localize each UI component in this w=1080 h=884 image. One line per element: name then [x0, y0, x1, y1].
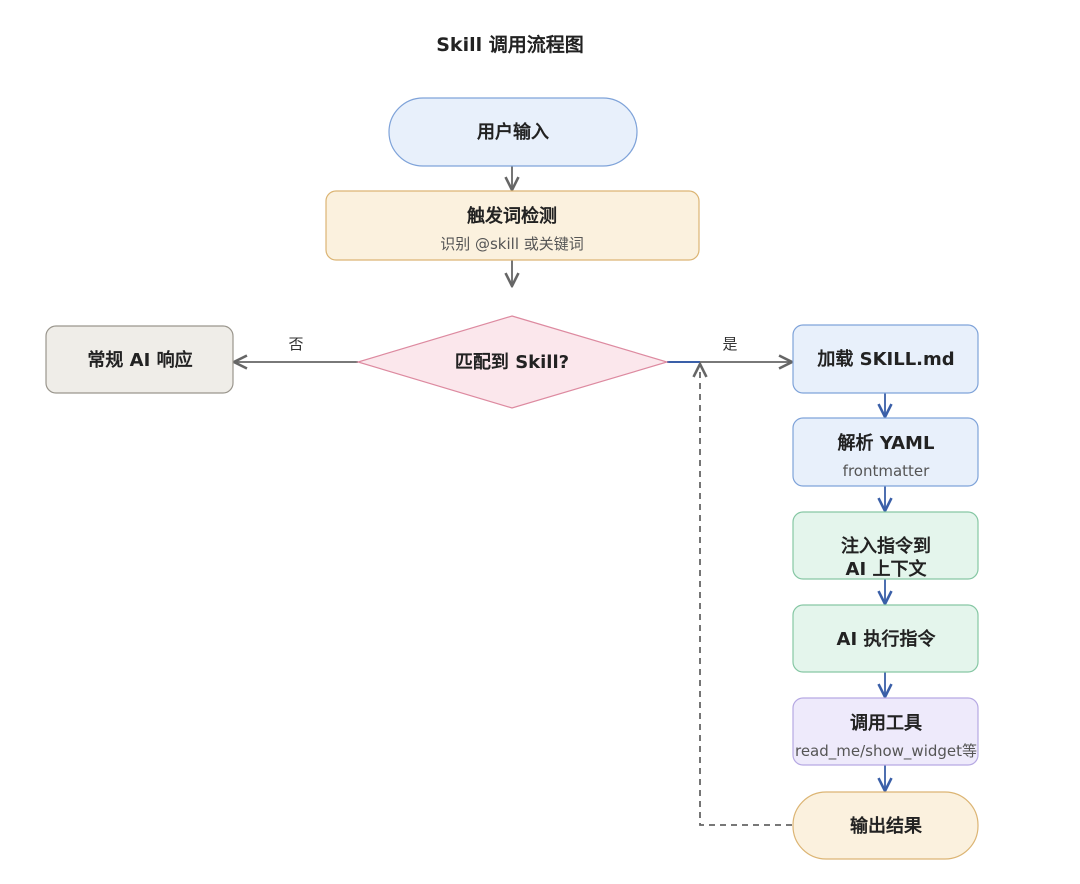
node-match-title: 匹配到 Skill? [455, 352, 569, 373]
node-parse-yaml: 解析 YAML frontmatter [792, 417, 979, 487]
node-execute-title: AI 执行指令 [837, 628, 937, 650]
node-output-title: 输出结果 [850, 815, 923, 837]
diagram-title: Skill 调用流程图 [436, 33, 583, 56]
node-load-skill: 加载 SKILL.md [792, 324, 979, 394]
edge-label-no: 否 [288, 335, 303, 353]
node-user-input: 用户输入 [388, 97, 638, 167]
node-match-decision: 匹配到 Skill? [355, 315, 670, 409]
node-parse-title: 解析 YAML [838, 432, 935, 454]
node-load-title: 加载 SKILL.md [816, 348, 954, 370]
node-call-tools: 调用工具 read_me/show_widget等 [792, 697, 979, 766]
node-user-input-title: 用户输入 [477, 121, 549, 143]
node-trigger-detection: 触发词检测 识别 @skill 或关键词 [325, 190, 700, 261]
node-trigger-subtitle: 识别 @skill 或关键词 [440, 235, 584, 253]
node-output-result: 输出结果 [792, 791, 979, 860]
node-execute: AI 执行指令 [792, 604, 979, 673]
node-normal-title: 常规 AI 响应 [87, 349, 192, 371]
node-trigger-title: 触发词检测 [467, 205, 557, 227]
node-tools-title: 调用工具 [850, 713, 922, 734]
edges: 否 是 [234, 166, 885, 826]
node-inject-line1: 注入指令到 [841, 535, 931, 557]
edge-label-yes: 是 [722, 335, 737, 353]
edge-output-loop-back [700, 364, 792, 826]
node-inject-line2: AI 上下文 [846, 558, 928, 580]
node-parse-subtitle: frontmatter [843, 462, 930, 480]
node-inject-context: 注入指令到 AI 上下文 [792, 511, 979, 580]
node-normal-response: 常规 AI 响应 [45, 325, 234, 394]
node-tools-subtitle: read_me/show_widget等 [795, 742, 977, 761]
